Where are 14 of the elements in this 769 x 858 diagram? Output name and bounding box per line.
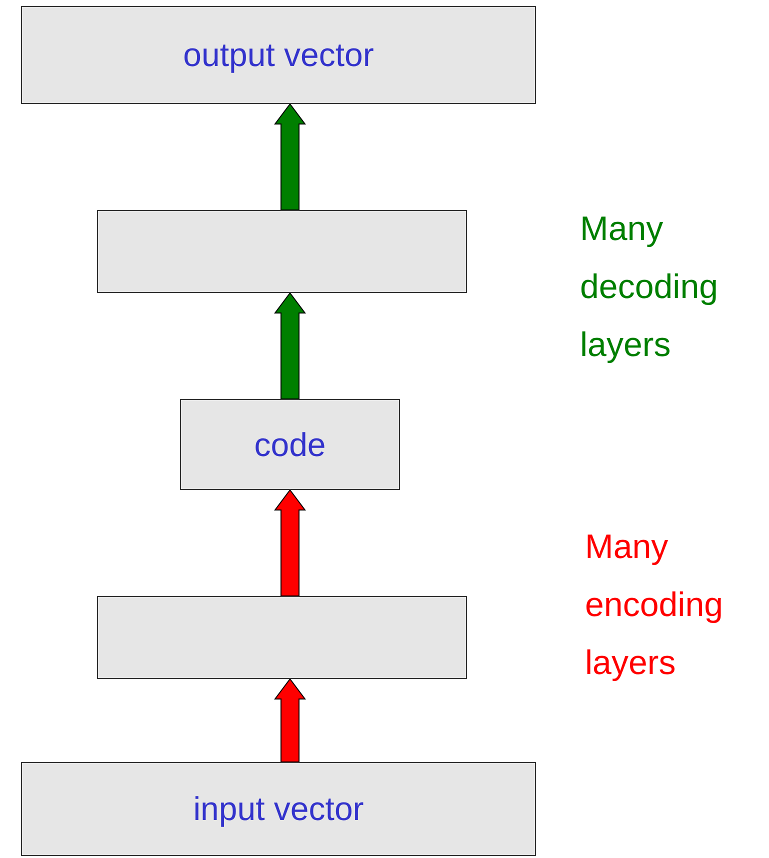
box-label: code (254, 426, 326, 464)
side-note: Many encoding layers (585, 527, 724, 684)
block-arrow (274, 103, 306, 210)
layer-box (180, 399, 400, 490)
layer-box (21, 762, 536, 856)
block-arrow (274, 292, 306, 400)
empty-layer-box (97, 210, 467, 293)
block-arrow (274, 489, 306, 596)
block-arrow (274, 678, 306, 762)
box-label: output vector (183, 36, 374, 74)
layer-box (21, 6, 536, 104)
side-note: Many decoding layers (580, 209, 720, 366)
empty-layer-box (97, 596, 467, 679)
box-label: input vector (193, 790, 364, 828)
